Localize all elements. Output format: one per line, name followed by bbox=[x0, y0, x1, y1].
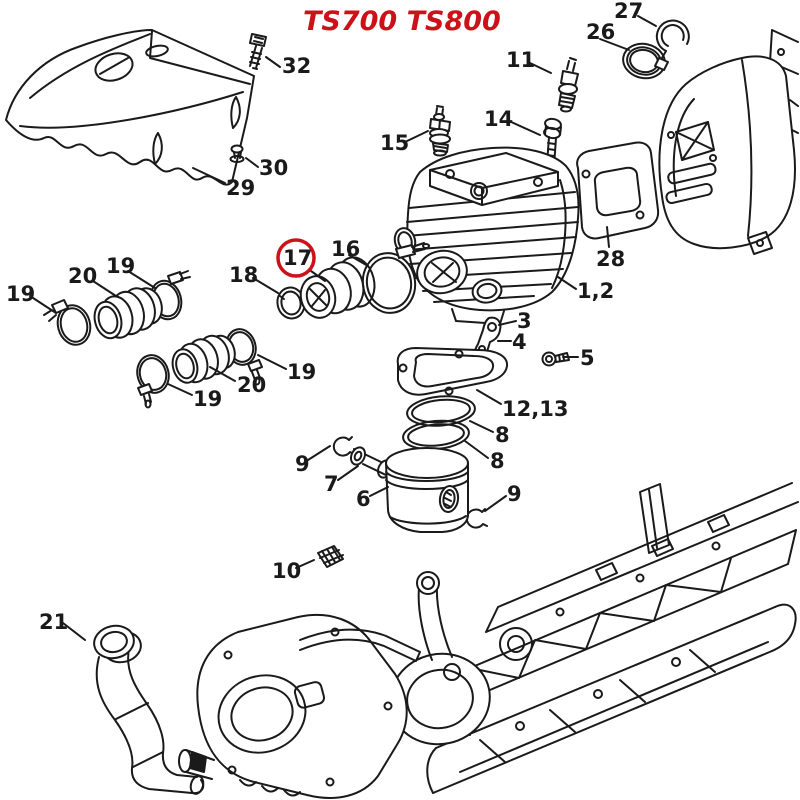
part-label-8a: 8 bbox=[495, 423, 510, 447]
part-label-19d: 19 bbox=[287, 360, 317, 384]
diagram-title: TS700 TS800 bbox=[303, 6, 501, 37]
muffler-gasket-art bbox=[576, 141, 660, 240]
piston-rings-art bbox=[402, 395, 476, 451]
part-label-10: 10 bbox=[272, 559, 302, 583]
part-label-7: 7 bbox=[324, 472, 339, 496]
part-label-15: 15 bbox=[380, 131, 410, 155]
part-label-21: 21 bbox=[39, 610, 69, 634]
needle-bearing-art bbox=[317, 545, 344, 568]
cylinder-art bbox=[393, 146, 580, 325]
hose-group-b-art bbox=[136, 328, 263, 409]
hose-group-a-art bbox=[43, 270, 191, 346]
sealing-ring-art bbox=[276, 286, 306, 320]
part-label-12-13: 12,13 bbox=[502, 397, 569, 421]
part-label-6: 6 bbox=[356, 487, 371, 511]
part-label-19a: 19 bbox=[6, 282, 36, 306]
piston-art bbox=[385, 447, 469, 533]
clamp-16-art bbox=[361, 242, 430, 314]
part-label-9a: 9 bbox=[295, 452, 310, 476]
part-label-27: 27 bbox=[614, 0, 644, 23]
part-label-30: 30 bbox=[259, 156, 289, 180]
screw-30-art bbox=[229, 144, 245, 163]
part-label-14: 14 bbox=[484, 107, 514, 131]
crankcase-art bbox=[178, 482, 799, 799]
part-label-18: 18 bbox=[229, 263, 259, 287]
part-label-28: 28 bbox=[596, 247, 626, 271]
muffler-art bbox=[658, 55, 796, 255]
base-gasket-art bbox=[396, 347, 509, 396]
part-label-9b: 9 bbox=[507, 482, 522, 506]
circlip-right-art bbox=[465, 508, 488, 529]
part-label-1-2: 1,2 bbox=[577, 279, 615, 303]
part-label-11: 11 bbox=[506, 48, 536, 72]
retaining-clip-art bbox=[654, 19, 690, 71]
decompression-valve-art bbox=[558, 57, 579, 113]
part-label-26: 26 bbox=[586, 20, 616, 44]
part-label-19b: 19 bbox=[106, 254, 136, 278]
part-label-3: 3 bbox=[517, 309, 532, 333]
elbow-hose-art bbox=[93, 624, 205, 795]
part-label-32: 32 bbox=[282, 54, 312, 78]
part-label-20b: 20 bbox=[237, 373, 267, 397]
part-label-20a: 20 bbox=[68, 264, 98, 288]
part-label-17: 17 bbox=[283, 246, 313, 270]
screw-32-art bbox=[249, 33, 267, 70]
part-label-29: 29 bbox=[226, 176, 256, 200]
part-label-16: 16 bbox=[331, 237, 361, 261]
part-label-8b: 8 bbox=[490, 449, 505, 473]
wrist-pin-art bbox=[349, 446, 394, 479]
part-label-19c: 19 bbox=[193, 387, 223, 411]
screw-5-art bbox=[541, 351, 570, 367]
spark-plug-art bbox=[429, 105, 451, 157]
circlip-left-art bbox=[332, 436, 355, 457]
part-label-4: 4 bbox=[512, 330, 527, 354]
part-label-5: 5 bbox=[580, 346, 595, 370]
shroud-cover-art bbox=[5, 29, 255, 186]
